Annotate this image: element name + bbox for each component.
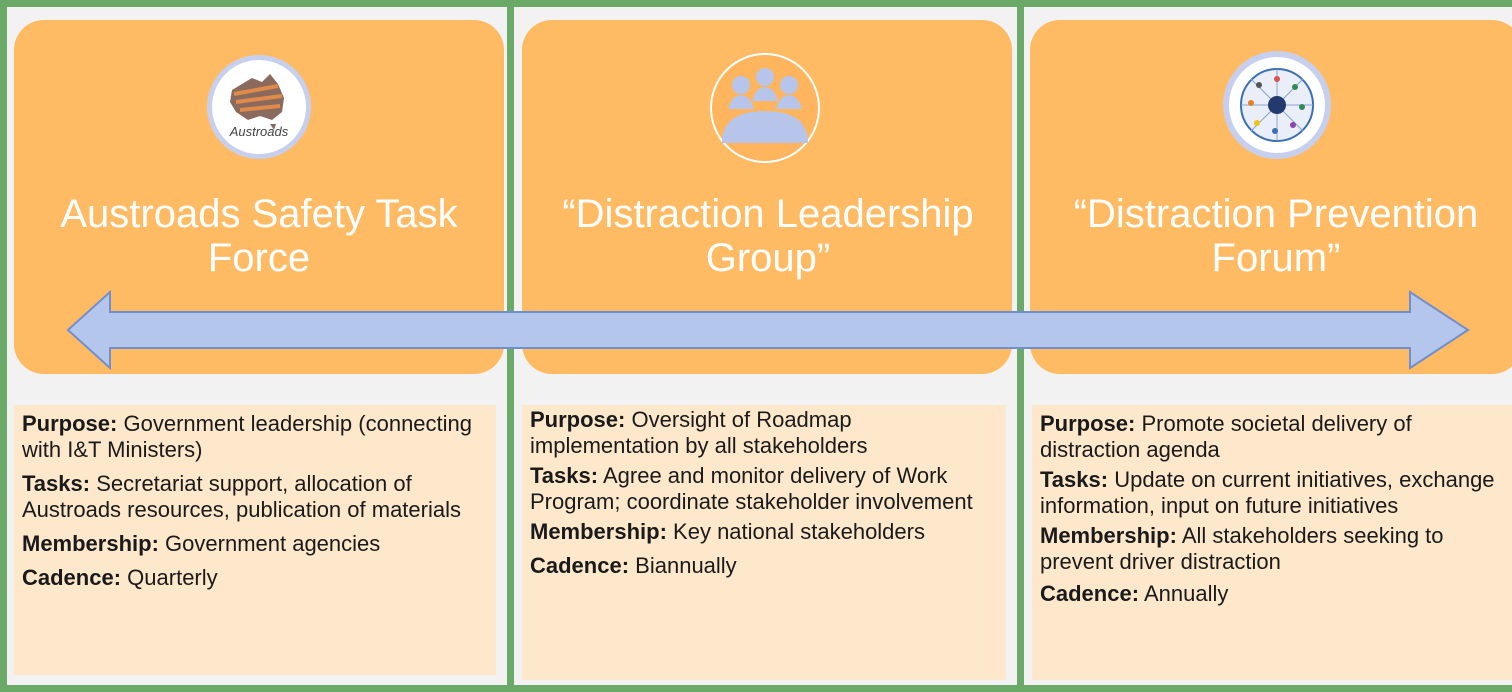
purpose-label: Purpose: — [1040, 411, 1136, 436]
title-austroads-safety-task-force: Austroads Safety Task Force — [60, 192, 458, 280]
stakeholder-wheel-icon — [1223, 51, 1331, 159]
tasks-text: Secretariat support, allocation of Austr… — [22, 471, 461, 522]
membership-text: All stakeholders seeking to prevent driv… — [1040, 523, 1444, 574]
tasks-text: Agree and monitor delivery of Work Progr… — [530, 463, 973, 514]
purpose-text: Oversight of Roadmap implementation by a… — [530, 407, 868, 458]
membership-label: Membership: — [22, 531, 159, 556]
austroads-logo-text: Austroads — [229, 124, 289, 139]
purpose-label: Purpose: — [22, 411, 118, 436]
purpose-text: Government leadership (connecting with I… — [22, 411, 473, 462]
tasks-label: Tasks: — [530, 463, 599, 488]
membership-text: Government agencies — [165, 531, 381, 556]
tasks-text: Update on current initiatives, exchange … — [1040, 467, 1495, 518]
membership-text: Key national stakeholders — [673, 519, 925, 544]
info-box-leadership-group: Purpose: Oversight of Roadmap implementa… — [522, 405, 1006, 680]
austroads-logo-icon: Austroads — [207, 55, 311, 159]
info-box-task-force: Purpose: Government leadership (connecti… — [14, 405, 496, 675]
title-distraction-prevention-forum: “Distraction Prevention Forum” — [1073, 192, 1479, 280]
cadence-label: Cadence: — [530, 553, 630, 578]
tasks-label: Tasks: — [22, 471, 91, 496]
title-distraction-leadership-group: “Distraction Leadership Group” — [562, 192, 974, 280]
membership-label: Membership: — [530, 519, 667, 544]
cadence-text: Biannually — [635, 553, 737, 578]
cadence-label: Cadence: — [1040, 581, 1140, 606]
cadence-text: Annually — [1143, 581, 1229, 606]
cadence-label: Cadence: — [22, 565, 122, 590]
tasks-label: Tasks: — [1040, 467, 1109, 492]
people-group-icon — [710, 53, 820, 163]
info-box-prevention-forum: Purpose: Promote societal delivery of di… — [1032, 405, 1512, 680]
cadence-text: Quarterly — [127, 565, 218, 590]
purpose-label: Purpose: — [530, 407, 626, 432]
double-headed-arrow-icon — [66, 289, 1470, 371]
membership-label: Membership: — [1040, 523, 1177, 548]
purpose-text: Promote societal delivery of distraction… — [1040, 411, 1412, 462]
